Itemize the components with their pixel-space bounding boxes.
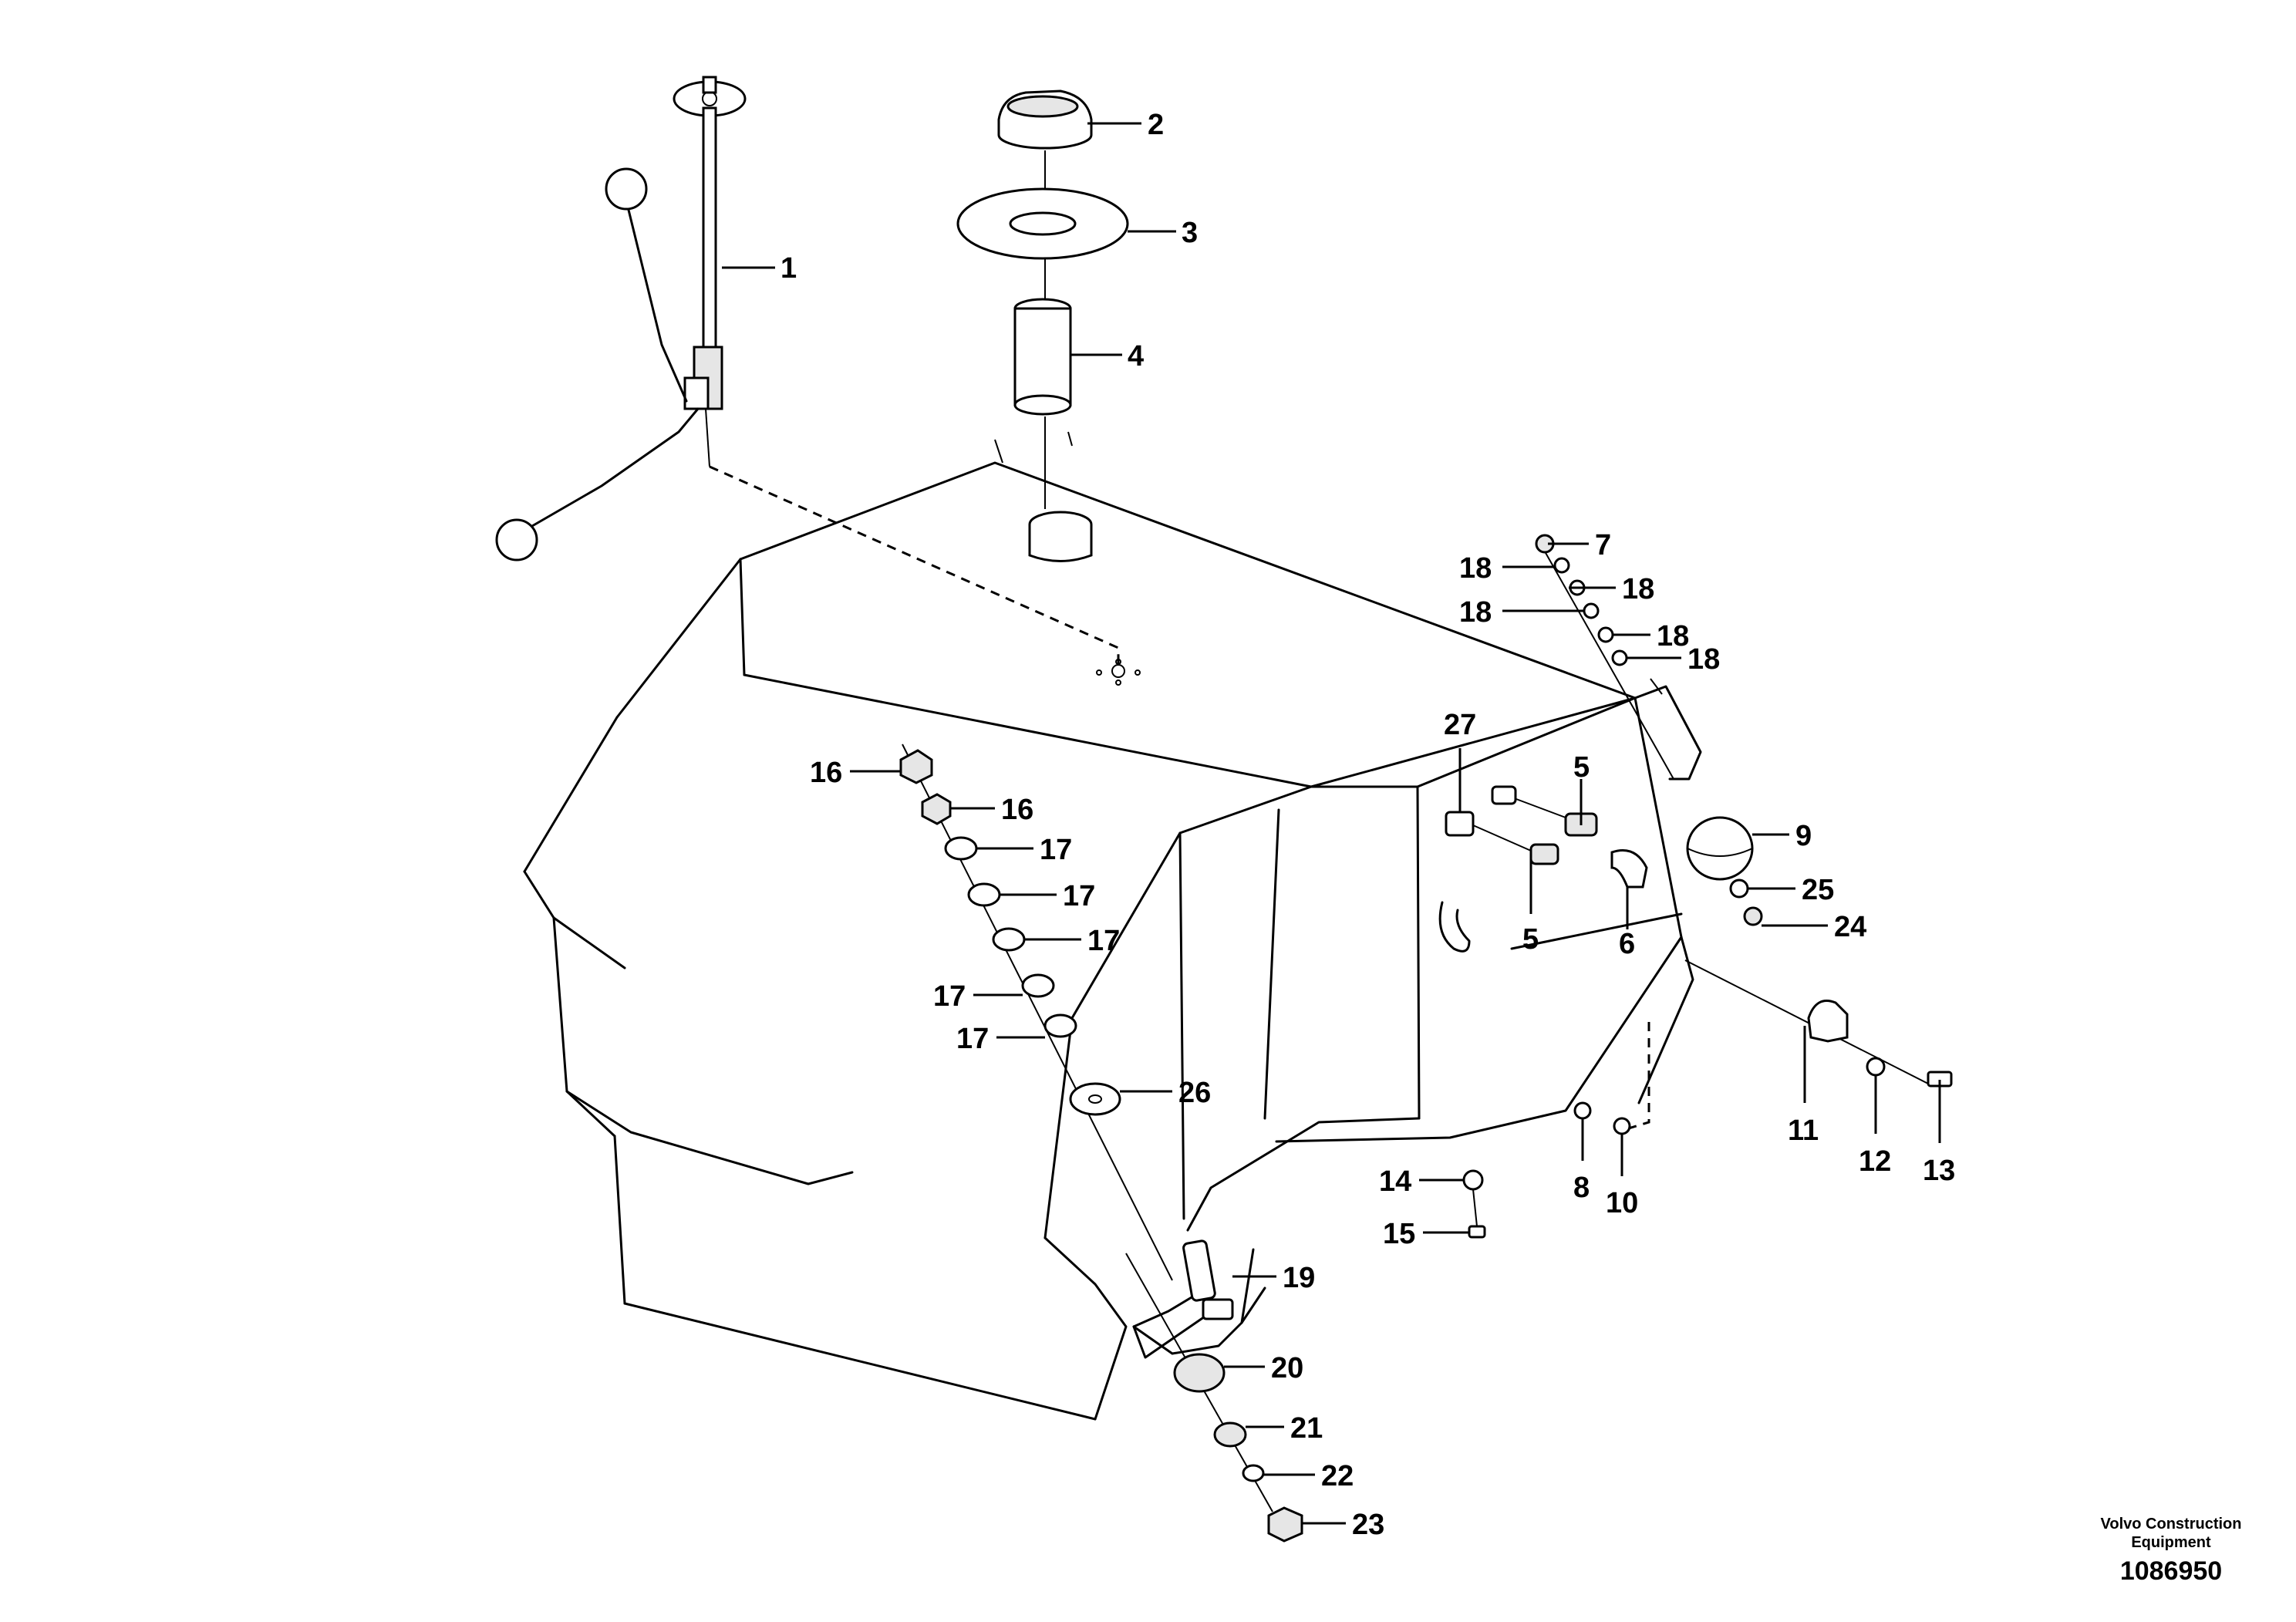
label-part-10: 10	[1606, 1187, 1638, 1219]
fuel-tank	[523, 431, 1702, 1421]
label-part-21: 21	[1290, 1412, 1323, 1445]
label-part-20: 20	[1271, 1352, 1303, 1384]
label-part-17d: 17	[933, 980, 966, 1013]
label-part-24: 24	[1834, 911, 1866, 943]
bottom-bolt	[1462, 1169, 1486, 1239]
filler-gasket	[956, 187, 1129, 301]
fittings-group	[1445, 785, 1648, 889]
label-part-19: 19	[1283, 1262, 1315, 1294]
label-part-18b: 18	[1622, 573, 1654, 605]
label-part-17a: 17	[1040, 834, 1072, 866]
label-part-16a: 16	[810, 757, 842, 789]
label-part-18c: 18	[1459, 596, 1492, 629]
label-part-15: 15	[1383, 1218, 1415, 1250]
label-part-2: 2	[1148, 109, 1164, 141]
label-part-6: 6	[1619, 928, 1635, 960]
label-part-5a: 5	[1573, 751, 1590, 784]
washer-stack-left	[899, 744, 1173, 1281]
label-part-17b: 17	[1063, 880, 1095, 912]
label-part-25: 25	[1802, 874, 1834, 906]
label-part-7: 7	[1595, 529, 1611, 561]
label-part-3: 3	[1182, 217, 1198, 249]
label-part-22: 22	[1321, 1460, 1354, 1492]
fuel-level-sender	[495, 76, 747, 561]
label-part-18d: 18	[1657, 620, 1689, 653]
label-part-18e: 18	[1687, 643, 1720, 676]
fuel-cap	[997, 89, 1093, 201]
label-part-1: 1	[781, 252, 797, 285]
label-part-5b: 5	[1522, 923, 1539, 956]
label-part-18a: 18	[1459, 552, 1492, 585]
leader-lines	[722, 122, 1941, 1525]
document-number: 1086950	[2120, 1556, 2222, 1586]
filler-strainer	[1013, 298, 1072, 509]
part-number-labels: 1 2 3 4 7 18 18 18 18 18 27 5 5 6 9 25 2…	[781, 109, 1955, 1541]
label-part-11: 11	[1788, 1114, 1819, 1147]
breather-assembly	[1686, 816, 1763, 926]
brand-line-1: Volvo Construction	[2101, 1516, 2242, 1533]
label-part-23: 23	[1352, 1509, 1384, 1541]
brand-line-2: Equipment	[2131, 1534, 2211, 1551]
clamp-bolt-assembly	[1684, 959, 1953, 1088]
footer-brand: Volvo Construction Equipment 1086950	[2101, 1516, 2242, 1586]
label-part-8: 8	[1573, 1172, 1590, 1204]
label-part-16b: 16	[1001, 794, 1033, 826]
label-part-9: 9	[1795, 820, 1812, 852]
mounting-bolt-stack	[1125, 1239, 1303, 1543]
label-part-17c: 17	[1087, 925, 1120, 957]
label-part-26: 26	[1178, 1077, 1211, 1109]
assembly-guide-lines	[709, 465, 1650, 1131]
label-part-14: 14	[1379, 1165, 1411, 1198]
label-part-12: 12	[1859, 1145, 1891, 1178]
label-part-27: 27	[1444, 709, 1476, 741]
label-part-17e: 17	[956, 1023, 989, 1055]
label-part-4: 4	[1128, 340, 1144, 373]
label-part-13: 13	[1923, 1155, 1955, 1187]
